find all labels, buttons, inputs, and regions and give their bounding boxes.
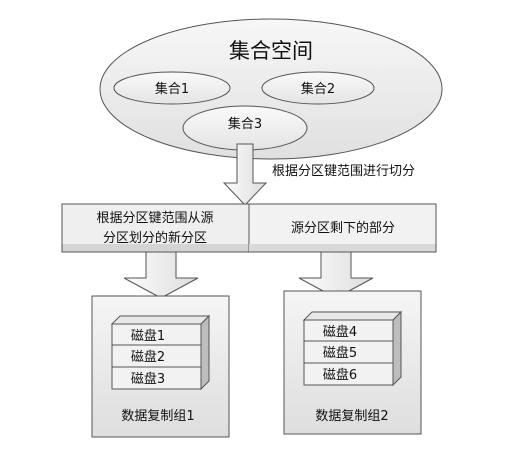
- arrow-to-group-2: [298, 251, 374, 299]
- keyspace-title: 集合空间: [229, 39, 313, 63]
- disk-3: [111, 366, 202, 390]
- remaining-partition-label: 源分区剩下的部分: [291, 220, 395, 236]
- new-partition-label-line2: 分区划分的新分区: [103, 230, 207, 246]
- disk-4-label: 磁盘4: [323, 324, 357, 340]
- split-label: 根据分区键范围进行切分: [272, 164, 415, 179]
- set-1-label: 集合1: [155, 81, 189, 97]
- partition-bar: 根据分区键范围从源 分区划分的新分区 源分区剩下的部分: [61, 203, 437, 253]
- remaining-partition-shade: [249, 244, 436, 252]
- replica-group-2: 磁盘4 磁盘5 磁盘6 数据复制组2: [283, 290, 422, 435]
- set-3-label: 集合3: [228, 116, 262, 132]
- split-arrow: [222, 143, 268, 206]
- disk-6-label: 磁盘6: [323, 367, 357, 383]
- disk-stack-2: 磁盘4 磁盘5 磁盘6: [302, 310, 403, 387]
- replica-group-1: 磁盘1 磁盘2 磁盘3 数据复制组1: [91, 295, 230, 438]
- disk-5-label: 磁盘5: [323, 345, 357, 361]
- new-partition-label-line1: 根据分区键范围从源: [96, 211, 213, 226]
- keyspace: 集合空间 集合1 集合2 集合3: [99, 18, 443, 160]
- arrow-to-group-1: [123, 251, 199, 299]
- disk-6: [303, 362, 394, 386]
- set-2-label: 集合2: [301, 81, 335, 97]
- disk-2-label: 磁盘2: [131, 349, 165, 365]
- disk-3-label: 磁盘3: [131, 371, 165, 387]
- group-1-label: 数据复制组1: [121, 409, 194, 424]
- set-2-ellipse: [261, 71, 375, 105]
- set-1-ellipse: [113, 71, 231, 105]
- new-partition-shade: [62, 244, 249, 252]
- disk-1-label: 磁盘1: [131, 328, 165, 344]
- disk-stack-1: 磁盘1 磁盘2 磁盘3: [110, 314, 211, 391]
- group-2-label: 数据复制组2: [315, 409, 388, 424]
